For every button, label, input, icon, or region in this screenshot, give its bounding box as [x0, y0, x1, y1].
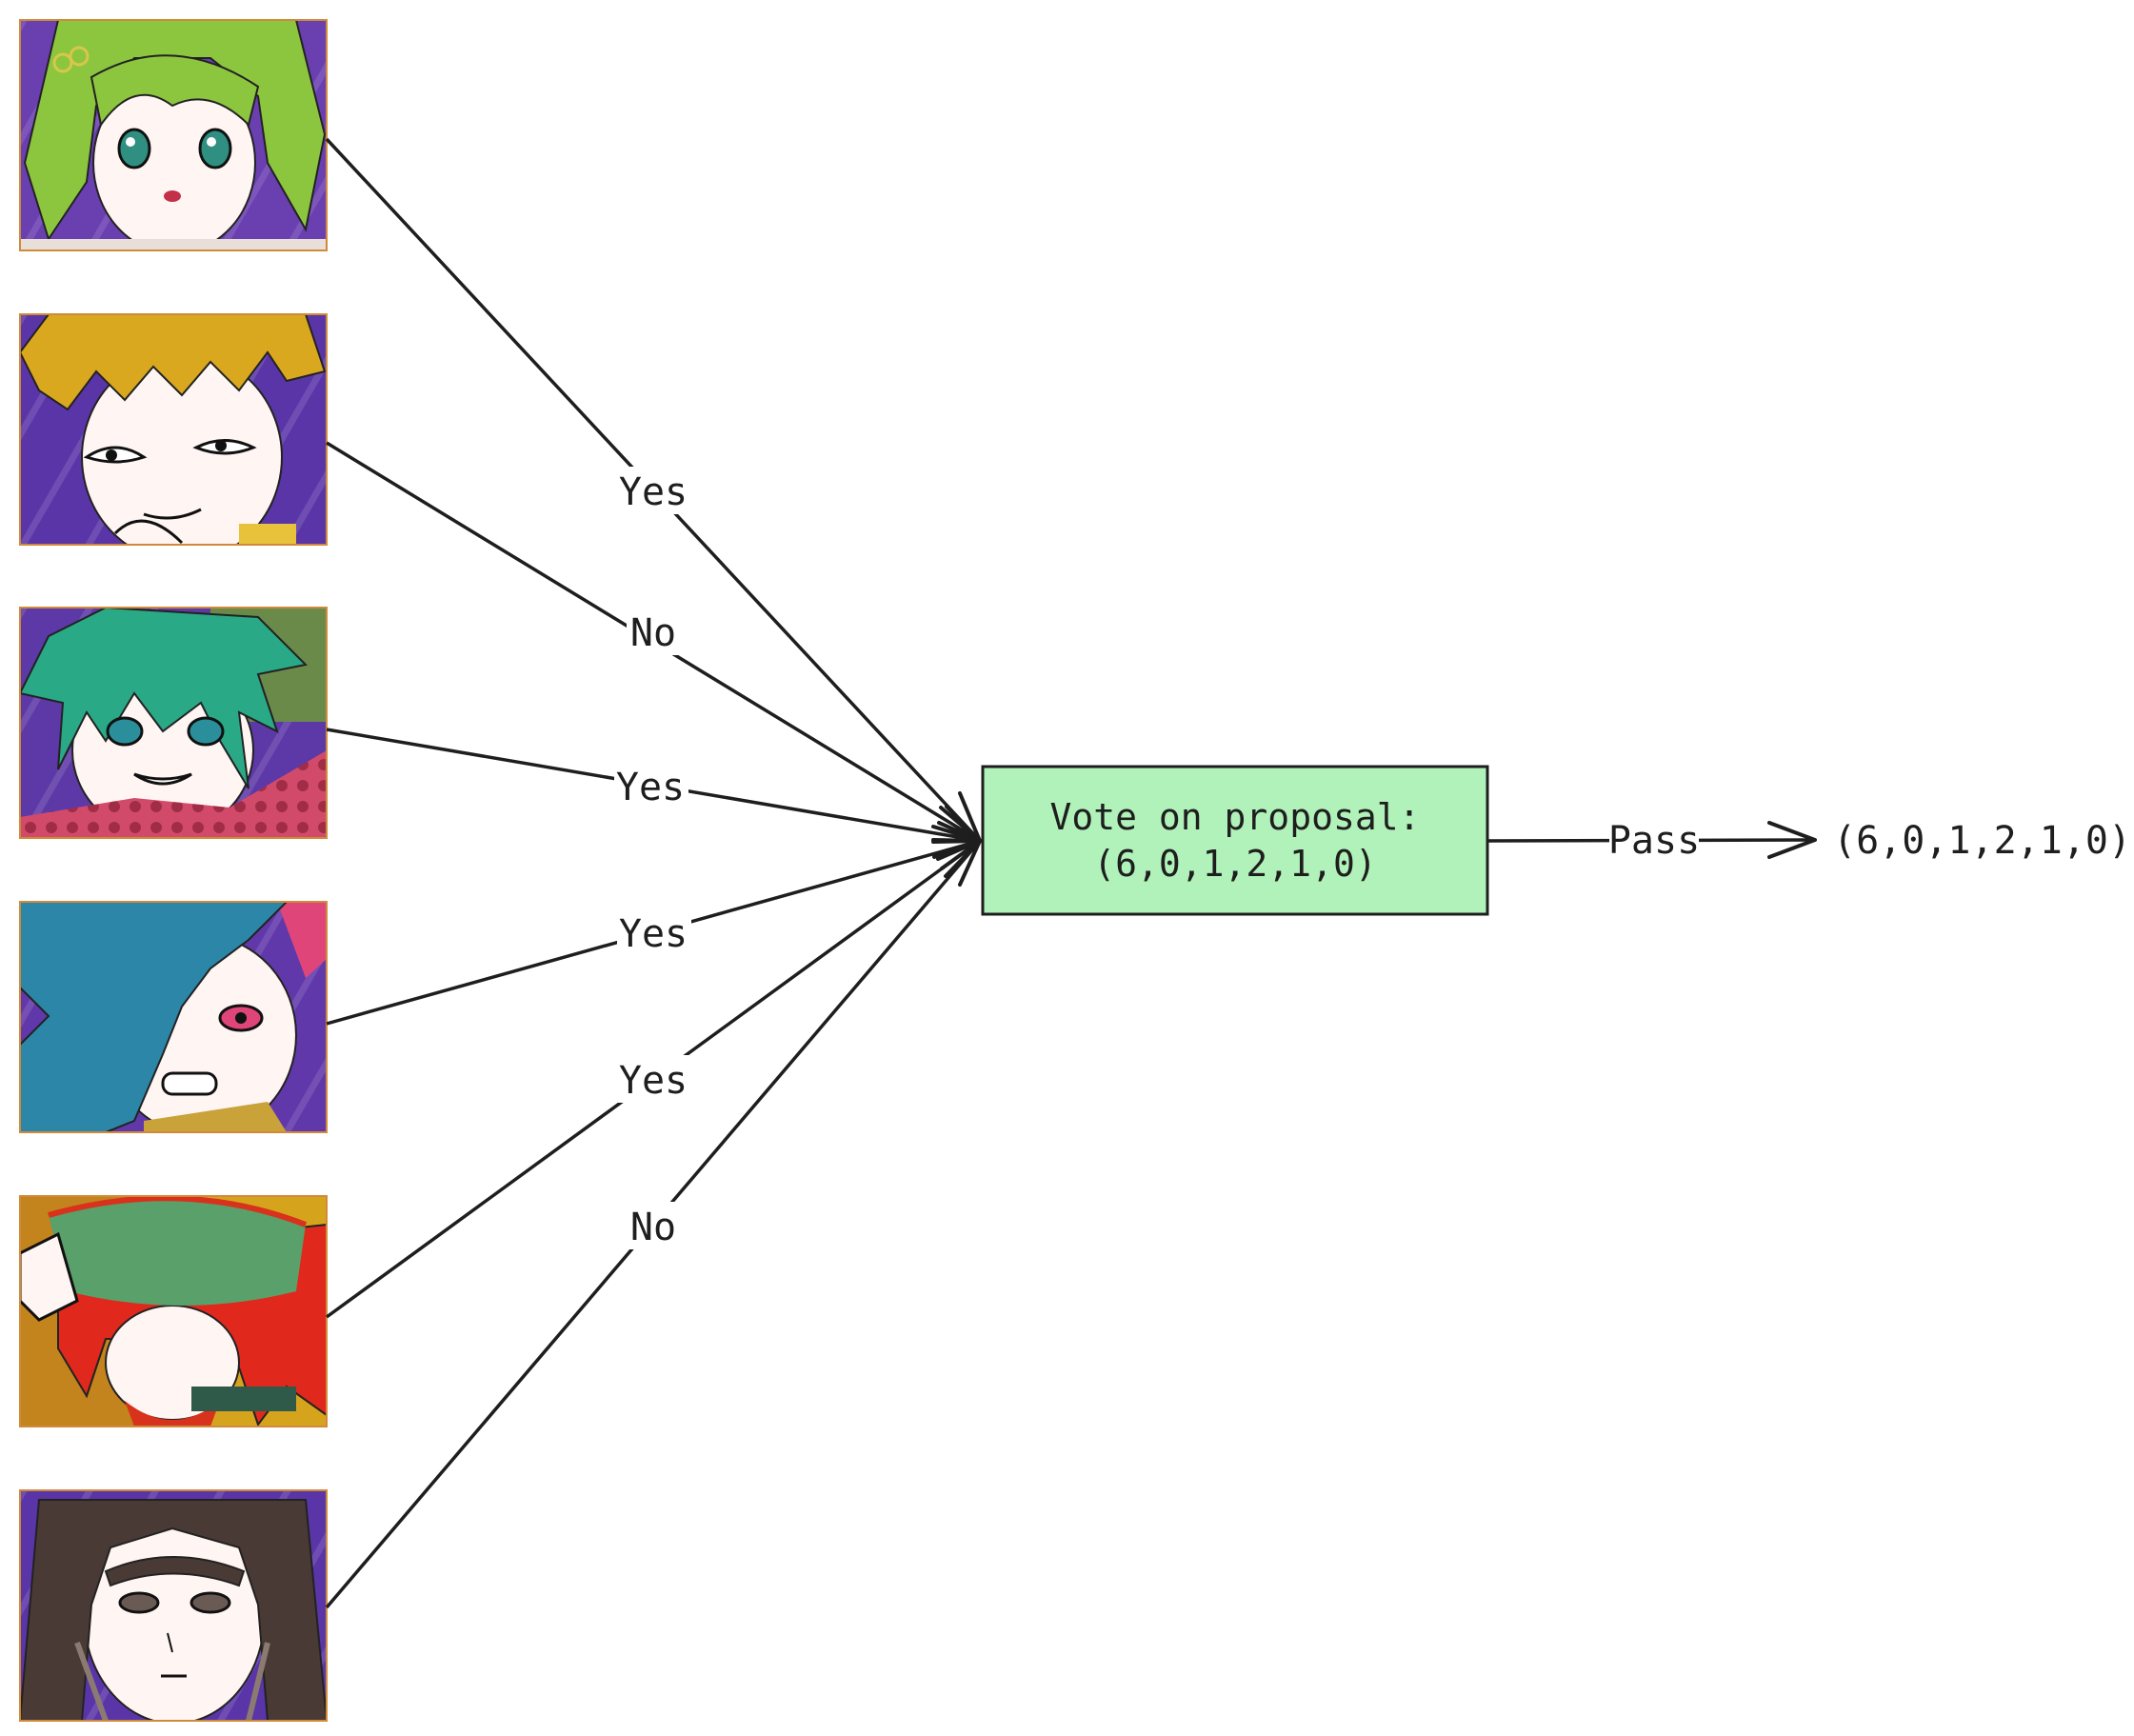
- result-tuple: (6,0,1,2,1,0): [1833, 819, 2131, 863]
- proposal-node: Vote on proposal: (6,0,1,2,1,0): [981, 765, 1489, 916]
- voter-4-portrait: [19, 901, 328, 1133]
- vote-label-6: No: [630, 1206, 676, 1249]
- voter-portraits: [19, 19, 328, 1722]
- proposal-tuple: (6,0,1,2,1,0): [1093, 843, 1376, 885]
- vote-label-3: Yes: [616, 766, 685, 809]
- output-edge: Pass: [1486, 817, 1817, 865]
- vote-label-2: No: [630, 611, 676, 655]
- vote-label-1: Yes: [619, 470, 688, 514]
- edge-label-voter-6: No: [627, 1202, 680, 1249]
- voter-4-hair: [20, 902, 289, 1132]
- vote-edges: Yes No Yes Yes Yes No: [325, 137, 982, 1609]
- output-edge-label: Pass: [1608, 819, 1700, 863]
- edge-label-voter-4: Yes: [617, 908, 691, 956]
- edge-label-voter-5: Yes: [617, 1055, 691, 1103]
- voter-6-portrait: [19, 1489, 328, 1722]
- voter-6-hair: [20, 1499, 327, 1721]
- vote-label-5: Yes: [619, 1059, 688, 1103]
- edge-label-voter-2: No: [627, 608, 680, 655]
- voter-2-portrait: [19, 313, 328, 546]
- proposal-box: [981, 765, 1489, 916]
- edge-label-voter-1: Yes: [617, 467, 691, 514]
- proposal-title: Vote on proposal:: [1050, 796, 1421, 838]
- output-arrow-head: [1767, 821, 1817, 859]
- edge-label-voter-3: Yes: [614, 762, 688, 809]
- voter-1-portrait: [19, 19, 328, 251]
- voter-5-portrait: [19, 1195, 328, 1427]
- voter-3-portrait: [19, 607, 328, 839]
- vote-label-4: Yes: [619, 912, 688, 956]
- voter-2-hair: [20, 314, 327, 411]
- arrow-head-voter-6: [940, 839, 982, 887]
